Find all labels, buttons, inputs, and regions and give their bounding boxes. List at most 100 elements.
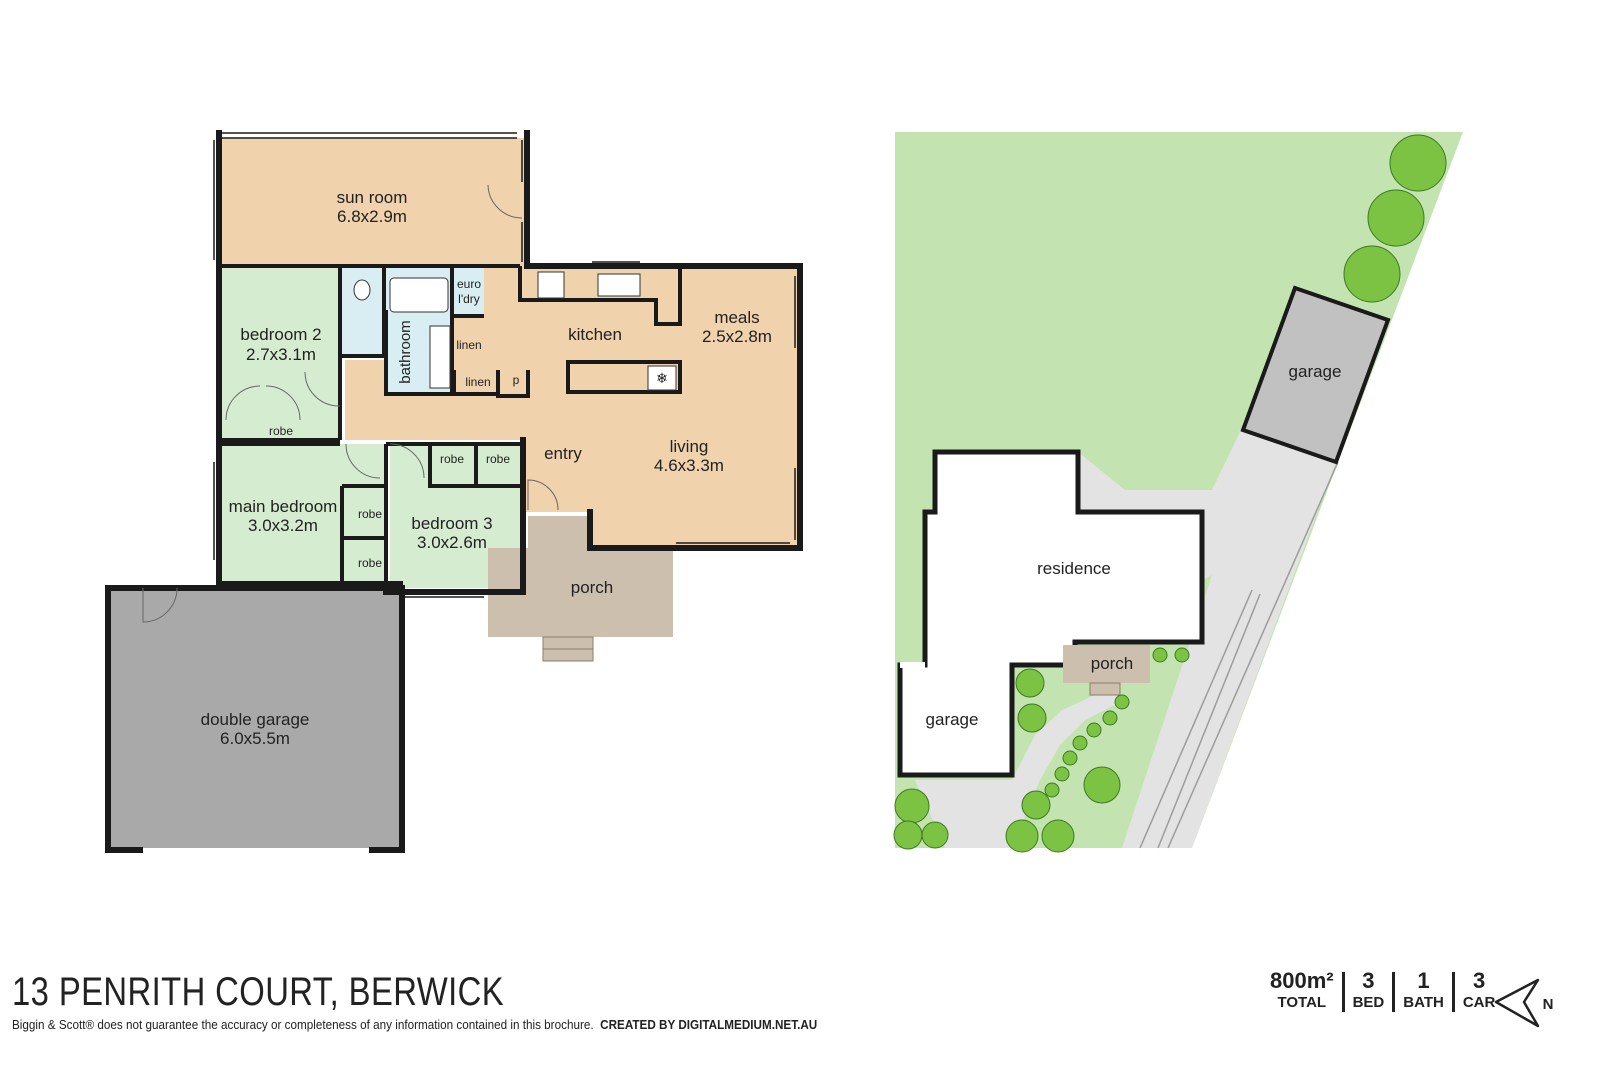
stat-value: 3 <box>1472 968 1486 993</box>
windows <box>213 132 801 598</box>
residence-label: residence <box>1037 559 1111 578</box>
property-address-title: 13 PENRITH COURT, BERWICK <box>12 970 505 1014</box>
robe-label: robe <box>358 556 382 570</box>
tree-icon <box>1083 766 1121 804</box>
sink <box>597 273 641 297</box>
tree-icon <box>1343 245 1401 303</box>
garage-label: garage <box>926 710 979 729</box>
tree-icon <box>894 788 930 824</box>
meals-size: 2.5x2.8m <box>702 327 772 346</box>
double-garage-area <box>110 588 400 848</box>
porch-label: porch <box>1091 654 1134 673</box>
main-bedroom-area <box>222 444 386 584</box>
main-bedroom-size: 3.0x3.2m <box>248 516 318 535</box>
stat-divider <box>1392 972 1396 1012</box>
pantry-label: p <box>513 373 520 387</box>
stat-bed: 3 BED <box>1345 968 1393 1012</box>
tree-icon <box>1005 819 1039 853</box>
robe-label: robe <box>440 452 464 466</box>
bathtub <box>389 277 449 313</box>
tree-icon <box>893 820 923 850</box>
double-garage-size: 6.0x5.5m <box>220 729 290 748</box>
tree-icon <box>1017 703 1047 733</box>
shrub-icon <box>1152 647 1168 663</box>
north-label: N <box>1543 996 1554 1013</box>
living-zone-area <box>345 266 800 548</box>
shrub-icon <box>1174 647 1190 663</box>
stat-value: 1 <box>1417 968 1430 993</box>
stat-divider <box>1451 972 1455 1012</box>
stat-label: BED <box>1352 994 1385 1011</box>
stat-divider <box>1341 972 1345 1012</box>
disclaimer: Biggin & Scott® does not guarantee the a… <box>12 1017 817 1032</box>
stat-label: BATH <box>1403 994 1444 1011</box>
laundry-label: l'dry <box>458 292 480 306</box>
linen-label: linen <box>456 338 481 352</box>
robe-label: robe <box>269 424 293 438</box>
shrub-icon <box>1062 750 1078 766</box>
detached-garage <box>1240 285 1391 465</box>
bedroom-3-label: bedroom 3 <box>411 514 492 533</box>
disclaimer-text: Biggin & Scott® does not guarantee the a… <box>12 1017 594 1032</box>
tree-icon <box>1389 134 1447 192</box>
shrub-icon <box>1054 766 1070 782</box>
sun-room-area <box>222 138 527 266</box>
stat-value: 800m² <box>1270 968 1334 993</box>
bathroom-label: bathroom <box>397 320 414 383</box>
side-path <box>1078 432 1240 580</box>
shrub-icon <box>1044 782 1060 798</box>
site-porch <box>1063 645 1150 683</box>
shrub-icon <box>1114 694 1130 710</box>
living-size: 4.6x3.3m <box>654 456 724 475</box>
robe-label: robe <box>486 452 510 466</box>
cooktop <box>537 271 565 299</box>
shrub-icon <box>1072 735 1088 751</box>
linen-label: linen <box>465 375 490 389</box>
meals-label: meals <box>714 308 759 327</box>
stat-label: CAR <box>1462 994 1496 1011</box>
property-stats: 800m² TOTAL 3 BED 1 BATH 3 CAR <box>1262 968 1503 1018</box>
euro-laundry-area <box>454 268 484 316</box>
living-label: living <box>670 437 709 456</box>
tree-icon <box>1021 790 1051 820</box>
stat-value: 3 <box>1362 968 1375 993</box>
residence-footprint <box>897 449 1205 778</box>
double-garage-label: double garage <box>201 710 310 729</box>
bedroom-2-size: 2.7x3.1m <box>246 345 316 364</box>
toilet <box>353 279 371 301</box>
euro-label: euro <box>457 277 481 291</box>
door-swings <box>142 184 559 623</box>
bedroom-2-area <box>222 268 340 440</box>
svg-text:❄: ❄ <box>656 370 668 386</box>
garden-path <box>915 690 1118 848</box>
robe-label: robe <box>358 507 382 521</box>
floor-plan: ❄ sun room 6.8x2.9m bedroom 2 2.7x3.1m r… <box>105 130 803 853</box>
stat-bath: 1 BATH <box>1395 968 1452 1012</box>
sun-room-label: sun room <box>337 188 408 207</box>
tree-icon <box>1041 819 1075 853</box>
tree-icon <box>921 821 949 849</box>
sun-room-size: 6.8x2.9m <box>337 207 407 226</box>
porch-label: porch <box>571 578 614 597</box>
site-plan: residence garage porch garage <box>893 132 1463 853</box>
driveway <box>1122 430 1336 848</box>
north-arrow-icon: N <box>1494 978 1554 1028</box>
stat-label: TOTAL <box>1277 994 1327 1011</box>
tree-icon <box>1015 668 1045 698</box>
kitchen-label: kitchen <box>568 325 622 344</box>
credit-text: CREATED BY DIGITALMEDIUM.NET.AU <box>600 1017 818 1032</box>
main-bedroom-label: main bedroom <box>229 497 338 516</box>
porch-area <box>488 516 673 637</box>
fridge <box>647 365 677 391</box>
stat-total: 800m² TOTAL <box>1262 968 1342 1012</box>
shrub-icon <box>1086 722 1102 738</box>
interior-walls <box>222 264 682 590</box>
stat-car: 3 CAR <box>1455 968 1504 1012</box>
tree-icon <box>1367 189 1425 247</box>
garage-label: garage <box>1289 362 1342 381</box>
bedroom-3-size: 3.0x2.6m <box>417 533 487 552</box>
trees <box>893 134 1447 853</box>
bedroom-2-label: bedroom 2 <box>240 325 321 344</box>
vanity <box>429 325 451 389</box>
